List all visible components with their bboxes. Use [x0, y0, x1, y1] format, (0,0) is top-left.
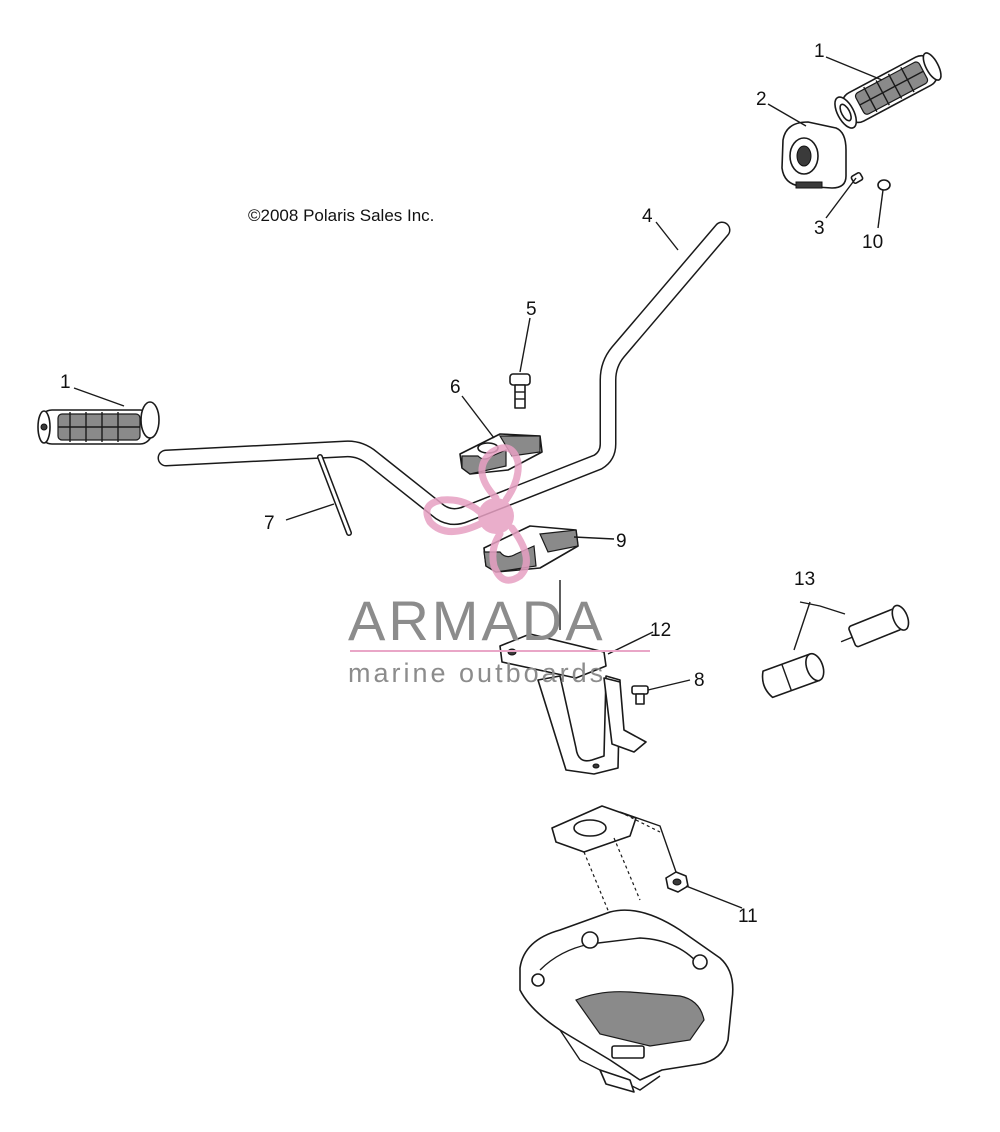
sleeve-part-13: [761, 652, 825, 699]
callout-10: 10: [862, 232, 883, 253]
watermark: ARMADA marine outboards: [348, 444, 650, 688]
callout-3: 3: [814, 218, 825, 239]
callout-9: 9: [616, 531, 627, 552]
bracket-part-12: [499, 580, 647, 775]
grip-right-part-1: [834, 52, 942, 129]
bolt-part-5: [509, 373, 531, 409]
leader-lines: [73, 56, 884, 909]
callout-2: 2: [756, 89, 767, 110]
callout-6: 6: [450, 377, 461, 398]
callout-1-left: 1: [60, 372, 71, 393]
rod-part-7: [317, 454, 352, 536]
callout-7: 7: [264, 513, 275, 534]
handlebar-part-4: [157, 221, 731, 526]
copyright-text: ©2008 Polaris Sales Inc.: [248, 206, 434, 225]
callout-5: 5: [526, 299, 537, 320]
throttle-housing-part-2: [781, 121, 847, 189]
grip-left-part-1: [37, 401, 160, 445]
steering-stem-frame: [519, 805, 734, 1093]
callout-12: 12: [650, 620, 671, 641]
callout-1-right: 1: [814, 41, 825, 62]
watermark-logo-icon: [423, 444, 530, 584]
nut-part-11: [665, 871, 689, 893]
watermark-brand: ARMADA: [348, 589, 606, 652]
callout-labels: 1 2 3 10 4 5 6 1 7 9 12 8 13 11: [60, 41, 883, 927]
screw-part-8: [631, 685, 649, 705]
upper-clamp-part-6: [459, 433, 543, 475]
watermark-tagline: marine outboards: [348, 658, 606, 688]
callout-4: 4: [642, 206, 653, 227]
barrel-part-13: [840, 604, 910, 648]
callout-13: 13: [794, 569, 815, 590]
cap-part-10: [877, 179, 891, 191]
callout-11: 11: [738, 906, 758, 927]
callout-8: 8: [694, 670, 705, 691]
